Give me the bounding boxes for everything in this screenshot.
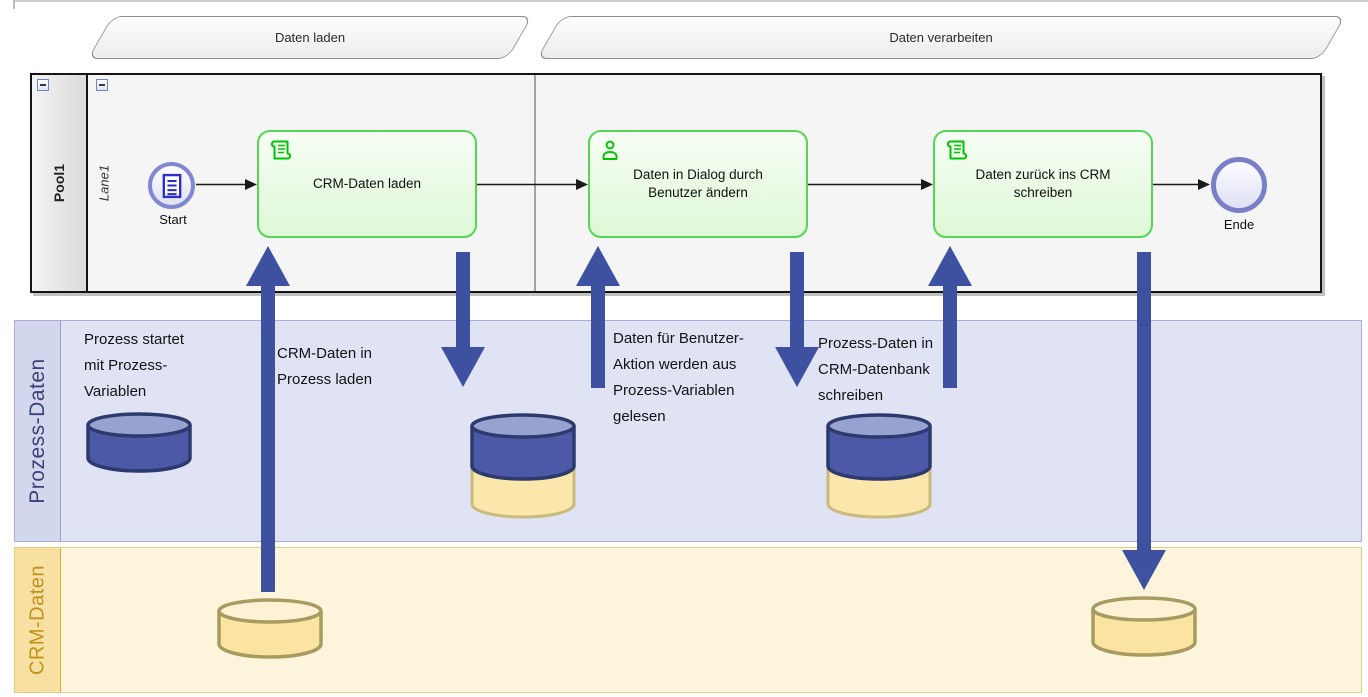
crm-datastore-icon[interactable] [1089,594,1199,660]
minus-icon [40,84,46,86]
minus-icon [99,84,105,86]
crm-datastore-icon[interactable] [215,596,325,662]
milestone-label: Daten laden [274,30,346,45]
end-event[interactable] [1211,157,1267,213]
pool-collapse-button[interactable] [37,79,49,91]
crm-data-band-header: CRM-Daten [15,548,61,692]
task-daten-zurueck-ins-crm[interactable]: Daten zurück ins CRM schreiben [933,130,1153,238]
lane-label: Lane1 [96,164,112,202]
user-icon [602,140,618,160]
task-label: Daten in Dialog durch Benutzer ändern [633,167,763,200]
pool-label: Pool1 [51,163,67,203]
pool-header[interactable]: Pool1 [30,73,88,293]
lane-collapse-button[interactable] [96,79,108,91]
process-datastore-icon[interactable] [84,410,194,476]
script-icon [270,140,292,160]
task-label: Daten zurück ins CRM schreiben [975,167,1111,200]
process-data-band-label: Prozess-Daten [25,358,49,504]
milestone-daten-laden[interactable]: Daten laden [87,16,533,59]
script-icon [946,140,968,160]
annotation-crm-daten-laden: CRM-Daten in Prozess laden [277,345,373,388]
canvas-top-edge [14,0,1368,2]
canvas-corner-tick [13,0,15,9]
annotation-daten-fuer-benutzer: Daten für Benutzer- Aktion werden aus Pr… [613,330,744,425]
end-event-label: Ende [1223,217,1255,232]
task-crm-daten-laden[interactable]: CRM-Daten laden [257,130,477,238]
start-event-document-icon [162,173,181,198]
task-label: CRM-Daten laden [312,176,422,192]
process-data-band-header: Prozess-Daten [15,321,61,541]
annotation-prozess-daten-schreiben: Prozess-Daten in CRM-Datenbank schreiben [818,335,934,404]
task-daten-in-dialog-aendern[interactable]: Daten in Dialog durch Benutzer ändern [588,130,808,238]
phase-divider-line [534,75,536,291]
start-event[interactable] [148,162,195,209]
milestone-daten-verarbeiten[interactable]: Daten verarbeiten [536,16,1346,59]
crm-data-band-label: CRM-Daten [26,564,48,676]
start-event-label: Start [159,212,187,227]
lane-header[interactable]: Lane1 [90,73,118,293]
stacked-datastore-icon[interactable] [824,411,934,521]
milestone-label: Daten verarbeiten [889,30,993,45]
stacked-datastore-icon[interactable] [468,411,578,521]
annotation-prozess-startet: Prozess startet mit Prozess- Variablen [84,331,185,400]
